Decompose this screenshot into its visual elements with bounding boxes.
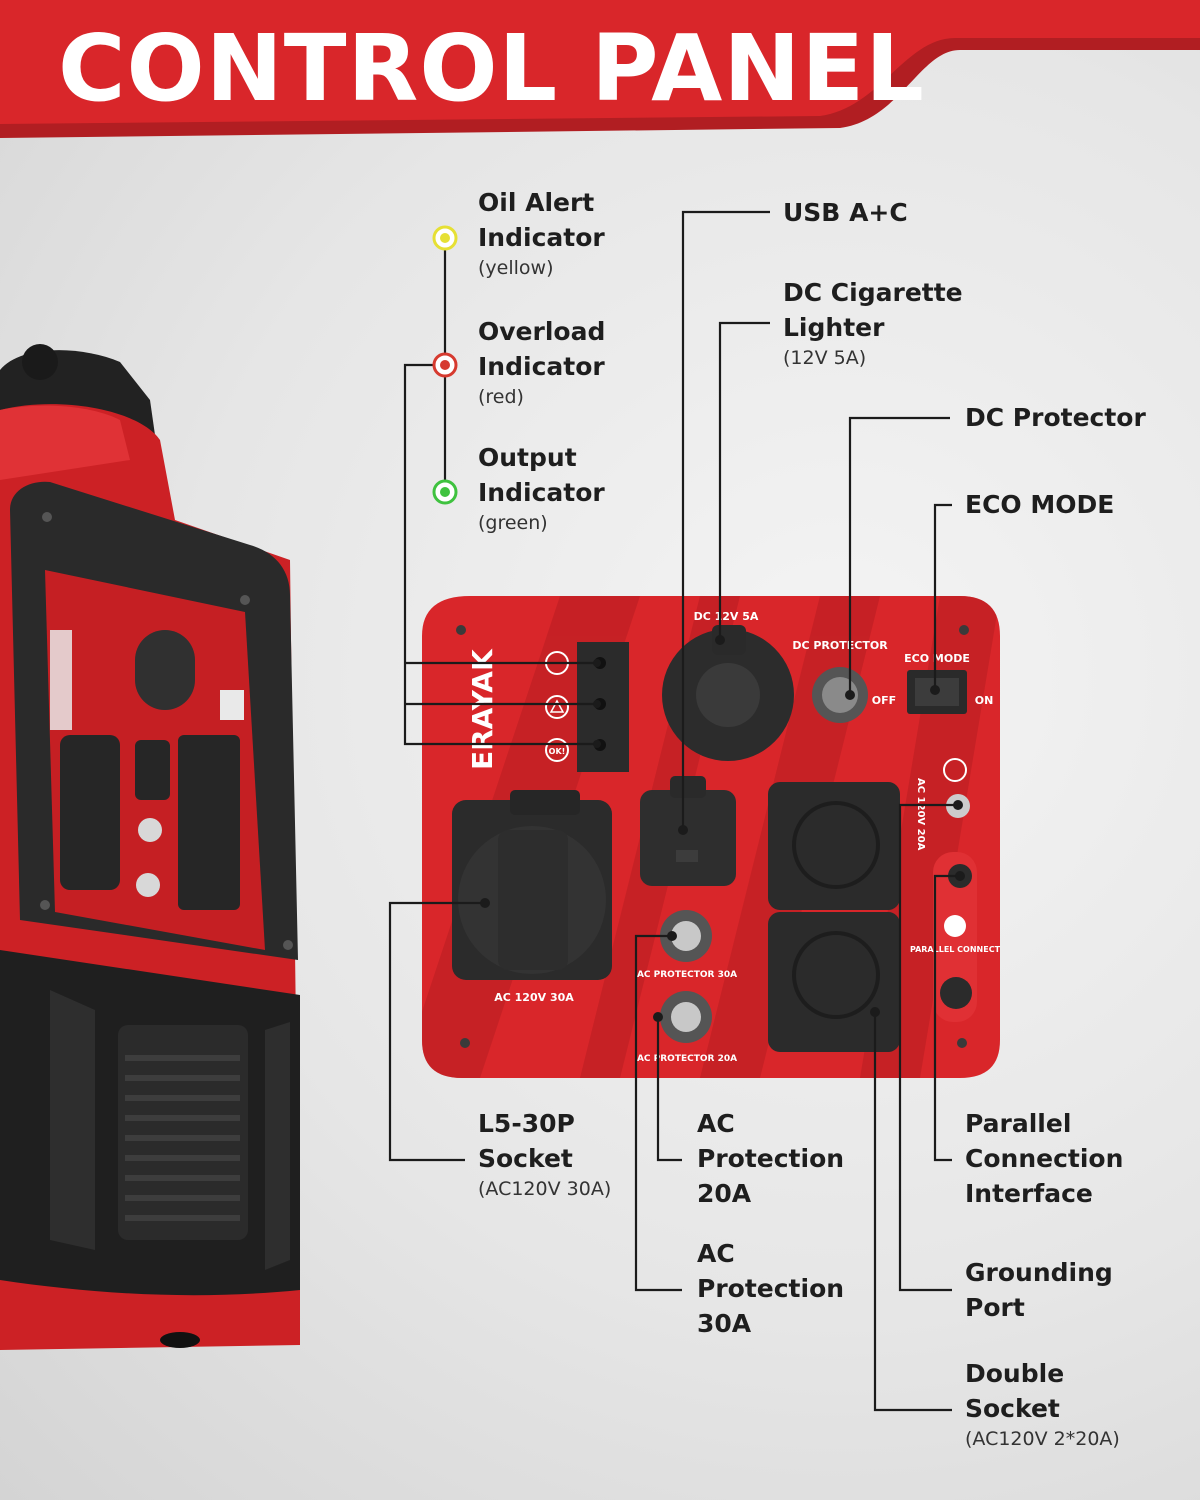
eco-mode-callout: ECO MODE [965,490,1115,519]
usb-port-cover[interactable] [640,776,736,886]
double-socket-sub: (AC120V 2*20A) [965,1428,1120,1450]
ground-icon [943,758,967,782]
l5-30p-sub: (AC120V 30A) [478,1178,612,1200]
ac-120v-30a-label: AC 120V 30A [494,991,574,1004]
l5-30p-socket[interactable] [452,790,612,980]
output-label: Output Indicator [478,443,605,507]
page-title: CONTROL PANEL [58,15,925,122]
parallel-connect-label: PARALLEL CONNECT [910,945,1001,954]
ac-120v-20a-label: AC 120V 20A [915,778,926,851]
off-label: OFF [872,694,896,707]
on-label: ON [975,694,994,707]
dc-protector-label: DC PROTECTOR [792,639,888,652]
overload-sub: (red) [478,386,524,408]
ok-icon [545,738,569,762]
dc-12v-label: DC 12V 5A [694,610,759,623]
ok-label: OK! [549,747,566,756]
output-sub: (green) [478,512,548,534]
dc-cig-sub: (12V 5A) [783,347,867,369]
ac-protector-20a-label: AC PROTECTOR 20A [637,1054,737,1064]
parallel-icon [944,915,966,937]
double-socket[interactable] [768,782,900,1052]
title-banner: CONTROL PANEL [0,0,1200,140]
overload-dot-icon [432,352,458,378]
warning-triangle-icon [545,695,569,719]
brand-logo: ERAYAK [466,648,499,770]
parallel-label: Parallel Connection Interface [965,1109,1124,1208]
double-socket-label: Double Socket [965,1359,1065,1423]
oil-alert-sub: (yellow) [478,257,554,279]
ac-protector-30a-label: AC PROTECTOR 30A [637,970,737,980]
usb-label: USB A+C [783,198,908,227]
eco-mode-label: ECO MODE [904,652,970,665]
banner-shape [0,0,1200,138]
dc-cigarette-socket[interactable] [662,625,794,761]
dc-protector-callout: DC Protector [965,403,1146,432]
ac30-label: AC Protection 30A [697,1239,845,1338]
oil-alert-dot-icon [432,225,458,251]
grounding-label: Grounding Port [965,1258,1113,1322]
output-dot-icon [432,479,458,505]
dc-cig-label: DC Cigarette Lighter [783,278,963,342]
overload-label: Overload Indicator [478,317,606,381]
oil-alert-label: Oil Alert Indicator [478,188,605,252]
ac20-label: AC Protection 20A [697,1109,845,1208]
l5-30p-label: L5-30P Socket [478,1109,575,1173]
